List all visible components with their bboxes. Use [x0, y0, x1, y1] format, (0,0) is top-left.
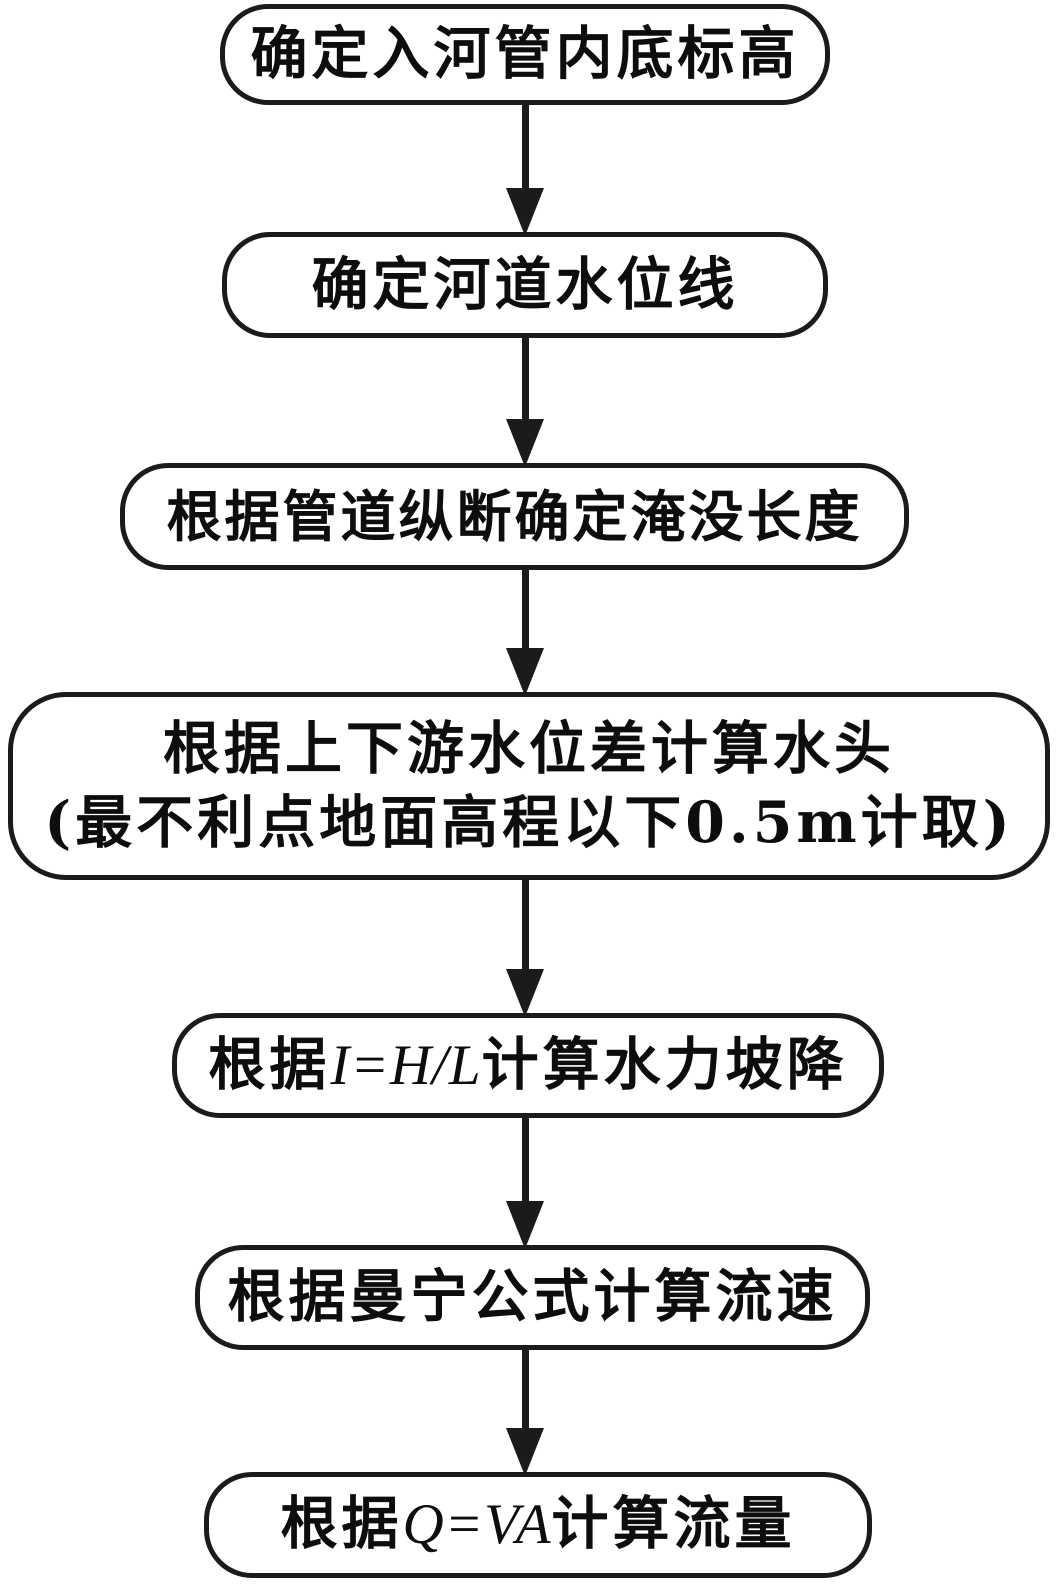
arrow-head [506, 1428, 544, 1476]
label-prefix: 根据 [280, 1490, 403, 1558]
arrow-head [506, 969, 544, 1017]
flow-node-calculate-flow-rate: 根据Q=VA计算流量 [204, 1472, 872, 1578]
flow-node-determine-river-water-level: 确定河道水位线 [222, 232, 828, 338]
flow-node-label: 根据管道纵断确定淹没长度 [166, 483, 863, 549]
flow-node-determine-submerged-length: 根据管道纵断确定淹没长度 [120, 463, 909, 570]
arrow-down-icon [506, 103, 544, 236]
arrow-shaft [521, 1116, 529, 1201]
arrow-down-icon [506, 336, 544, 467]
flow-node-calculate-head: 根据上下游水位差计算水头 (最不利点地面高程以下0.5m计取) [8, 692, 1050, 880]
flow-node-label: 根据I=H/L计算水力坡降 [208, 1028, 847, 1103]
flow-node-label: 根据曼宁公式计算流速 [227, 1263, 838, 1331]
flow-node-label: 确定河道水位线 [311, 250, 739, 318]
arrow-shaft [521, 1348, 529, 1428]
label-suffix: 计算水力坡降 [481, 1030, 848, 1098]
formula-q-equals-va: Q=VA [402, 1493, 552, 1557]
arrow-shaft [521, 103, 529, 188]
flow-node-label-line1: 根据上下游水位差计算水头 [163, 714, 895, 782]
arrow-head [506, 1201, 544, 1249]
flow-node-calculate-hydraulic-gradient: 根据I=H/L计算水力坡降 [172, 1013, 884, 1118]
arrow-down-icon [506, 568, 544, 696]
flow-node-label-line2: (最不利点地面高程以下0.5m计取) [44, 789, 1014, 856]
flow-node-label: 确定入河管内底标高 [250, 20, 800, 88]
arrow-head [506, 419, 544, 467]
arrow-down-icon [506, 1116, 544, 1249]
arrow-head [506, 188, 544, 236]
label-suffix: 计算流量 [551, 1490, 796, 1558]
arrow-head [506, 648, 544, 696]
label-prefix: 根据 [208, 1030, 331, 1098]
flow-node-label: 根据Q=VA计算流量 [280, 1487, 795, 1562]
flow-node-determine-pipe-invert-elevation: 确定入河管内底标高 [220, 4, 830, 105]
arrow-down-icon [506, 878, 544, 1017]
arrow-shaft [521, 568, 529, 648]
flow-node-calculate-velocity-manning: 根据曼宁公式计算流速 [195, 1245, 870, 1350]
arrow-shaft [521, 878, 529, 969]
formula-i-equals-h-over-l: I=H/L [330, 1033, 482, 1097]
arrow-shaft [521, 336, 529, 419]
arrow-down-icon [506, 1348, 544, 1476]
